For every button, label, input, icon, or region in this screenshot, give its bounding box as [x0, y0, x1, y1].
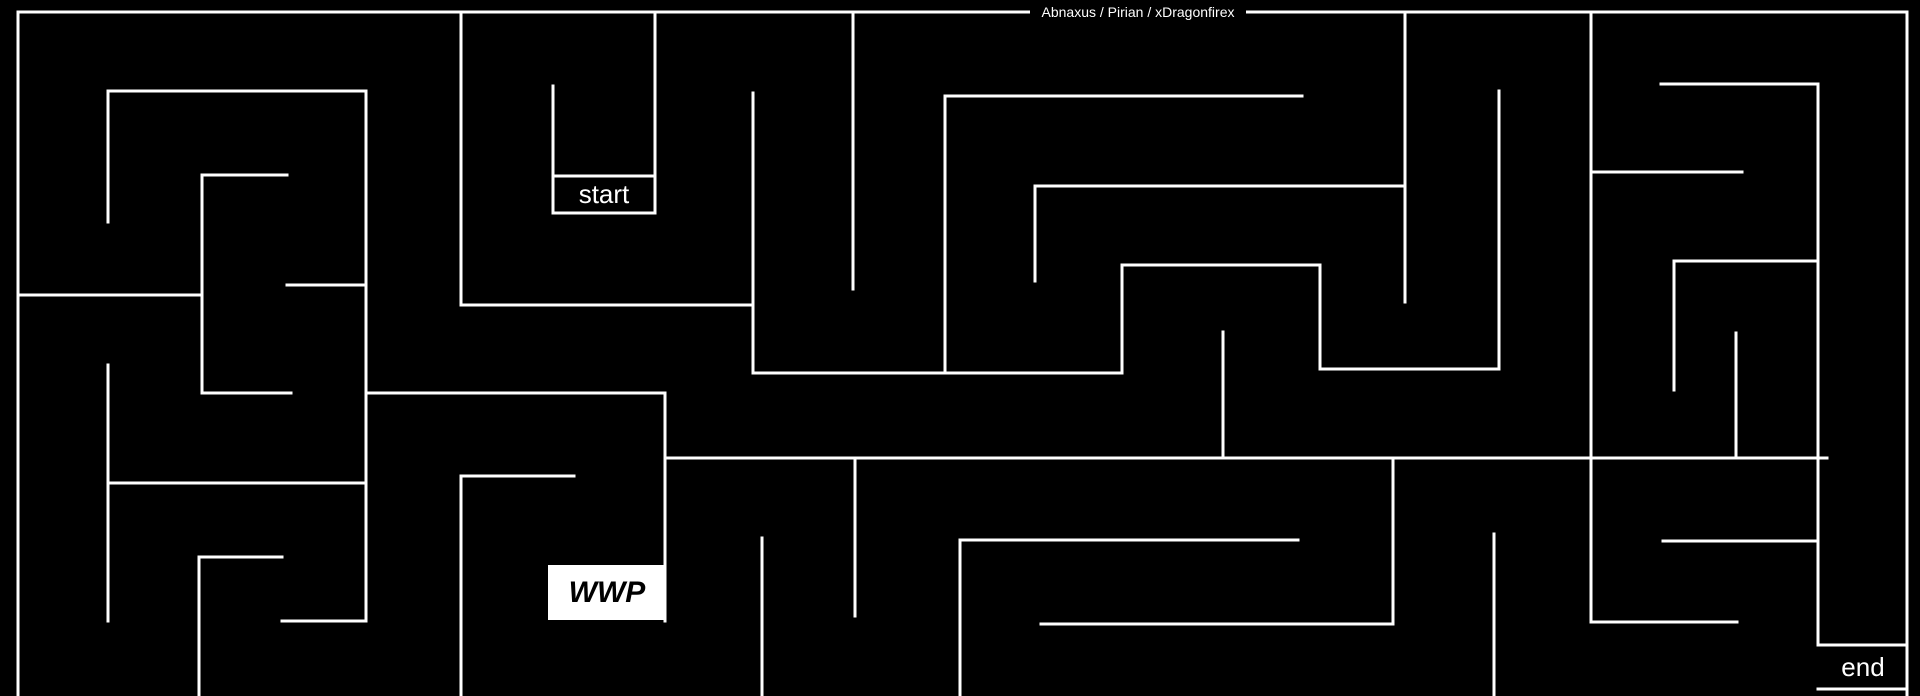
credits-text: Abnaxus / Pirian / xDragonfirex [1030, 4, 1246, 21]
wwp-logo: WWP [548, 565, 666, 620]
end-label: end [1841, 652, 1885, 682]
start-label: start [578, 179, 630, 209]
